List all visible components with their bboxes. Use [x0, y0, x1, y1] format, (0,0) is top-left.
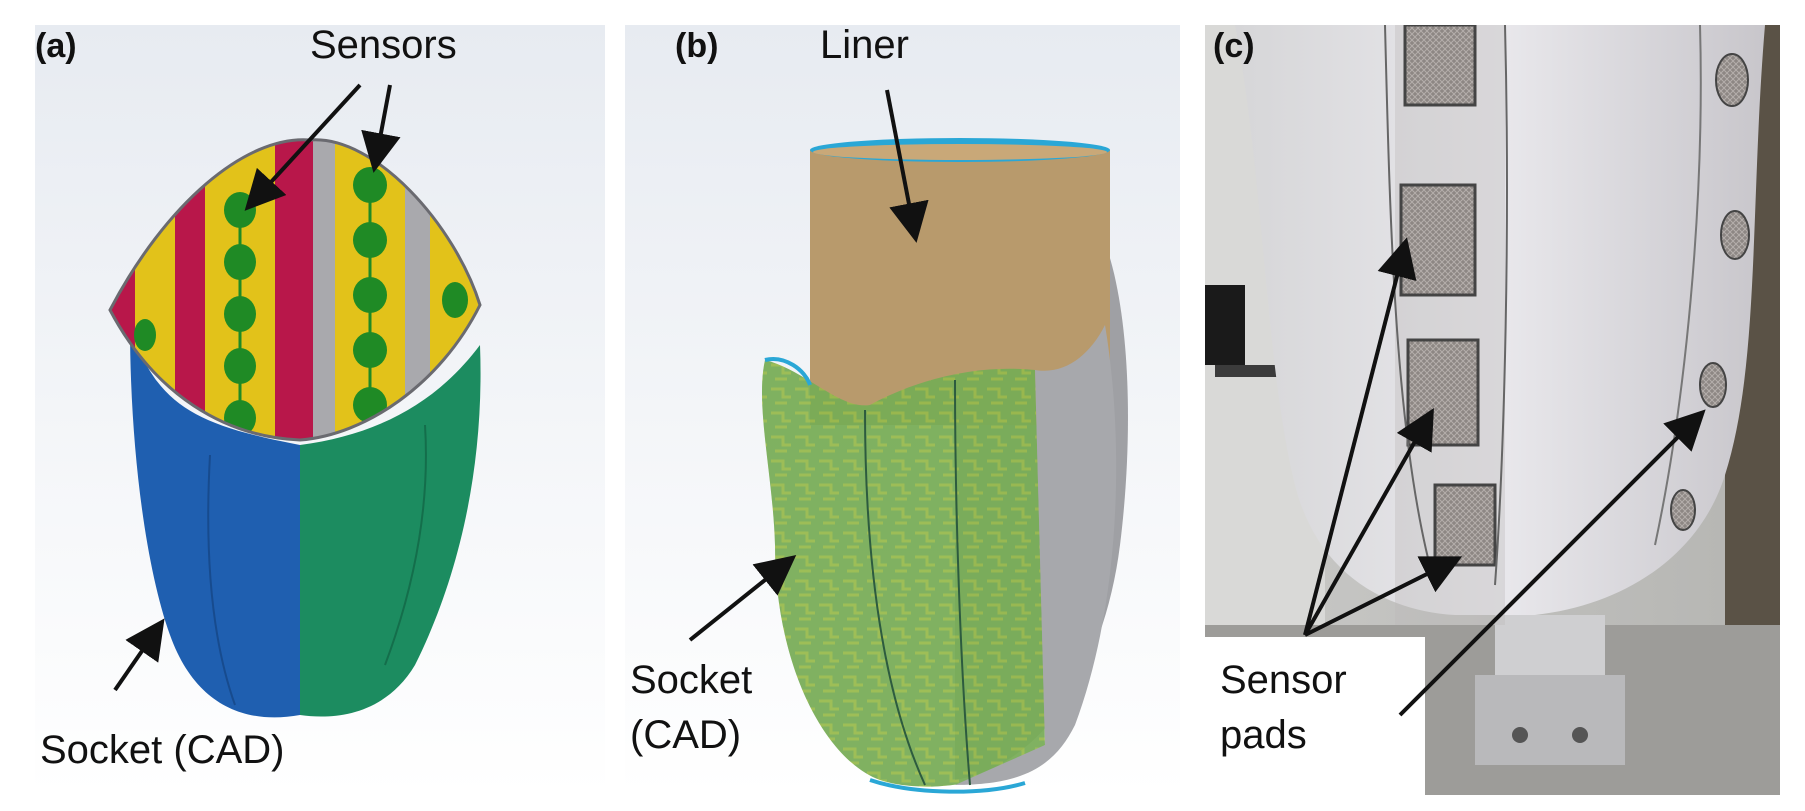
socket-photo [1235, 25, 1765, 615]
panel-a: (a) Sensors Socket (CAD) [35, 23, 605, 795]
socket-liner-render-b [625, 25, 1180, 795]
socket-cad-render-a [35, 25, 605, 795]
panel-label-a: (a) [35, 27, 77, 65]
socket-cad-label-b-line2: (CAD) [630, 713, 742, 757]
liner-shape [810, 150, 1110, 425]
arrow-icon [1303, 237, 1706, 717]
panel-b: (b) Liner Socket (CAD) [625, 23, 1180, 795]
socket-body-green [300, 345, 481, 717]
sensor-pads-label-line1: Sensor [1220, 658, 1347, 702]
socket-cad-label-a: Socket (CAD) [40, 728, 285, 772]
prototype-photo-c [1205, 25, 1780, 795]
sensor-pads-label-line2: pads [1220, 713, 1307, 757]
panel-c: (c) Sensor pads [1205, 25, 1780, 795]
panel-label-c: (c) [1213, 27, 1255, 65]
panel-label-b: (b) [675, 27, 719, 65]
socket-cad-label-b-line1: Socket [630, 658, 753, 702]
sensors-label: Sensors [310, 23, 457, 67]
arrow-icon [113, 83, 401, 692]
liner-label: Liner [820, 23, 909, 67]
arrow-icon [688, 89, 929, 642]
socket-body-blue [130, 325, 300, 718]
